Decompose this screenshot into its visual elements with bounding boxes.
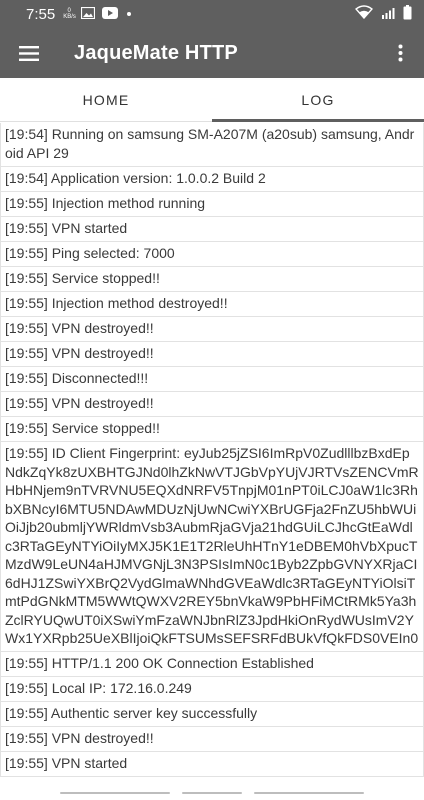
log-entry: [19:55] Service stopped!!: [0, 267, 424, 292]
log-entry: [19:55] VPN destroyed!!: [0, 317, 424, 342]
network-speed-unit: KB/s: [63, 14, 76, 20]
log-entry: [19:55] Injection method destroyed!!: [0, 292, 424, 317]
notification-dot-icon: [127, 12, 132, 16]
log-entry: [19:55] VPN destroyed!!: [0, 342, 424, 367]
tab-home[interactable]: HOME: [82, 91, 130, 108]
log-entry: [19:55] Local IP: 172.16.0.249: [0, 676, 424, 702]
tab-log[interactable]: LOG: [212, 78, 424, 122]
network-speed-value: 0: [67, 8, 71, 14]
log-entry: [19:55] Ping selected: 7000: [0, 242, 424, 267]
log-entry: [19:55] Service stopped!!: [0, 417, 424, 442]
more-vert-icon: [398, 44, 402, 62]
log-entry: [19:55] VPN destroyed!!: [0, 392, 424, 417]
log-entry: [19:55] VPN destroyed!!: [0, 726, 424, 752]
log-entry: [19:55] Authentic server key successfull…: [0, 701, 424, 727]
gallery-icon: [81, 6, 96, 23]
nav-recents-handle[interactable]: [254, 792, 364, 794]
overflow-menu-button[interactable]: [376, 28, 424, 78]
signal-icon: [381, 6, 395, 23]
wifi-icon: [354, 5, 374, 23]
log-entry: [19:55] Injection method running: [0, 192, 424, 217]
app-bar: JaqueMate HTTP: [0, 28, 424, 78]
app-title: JaqueMate HTTP: [74, 41, 238, 64]
status-time: 7:55: [26, 5, 56, 23]
navigation-bar: [0, 787, 424, 800]
log-entry: [19:55] VPN started: [0, 751, 424, 777]
status-bar: 7:55 0 KB/s: [0, 0, 424, 28]
log-entry: [19:55] HTTP/1.1 200 OK Connection Estab…: [0, 651, 424, 677]
youtube-icon: [102, 6, 119, 23]
nav-back-handle[interactable]: [60, 792, 170, 794]
menu-button[interactable]: [0, 28, 58, 78]
log-entry-fingerprint: [19:55] ID Client Fingerprint: eyJub25jZ…: [0, 442, 424, 652]
log-list[interactable]: [19:54] Running on samsung SM-A207M (a20…: [0, 123, 424, 787]
nav-home-handle[interactable]: [182, 792, 242, 794]
log-entry: [19:54] Application version: 1.0.0.2 Bui…: [0, 167, 424, 192]
hamburger-menu-icon: [19, 45, 39, 61]
tab-bar: HOME LOG: [0, 78, 424, 122]
log-entry: [19:54] Running on samsung SM-A207M (a20…: [0, 123, 424, 167]
log-entry: [19:55] Disconnected!!!: [0, 367, 424, 392]
battery-icon: [403, 4, 412, 24]
network-speed: 0 KB/s: [63, 8, 76, 20]
log-entry: [19:55] VPN started: [0, 217, 424, 242]
